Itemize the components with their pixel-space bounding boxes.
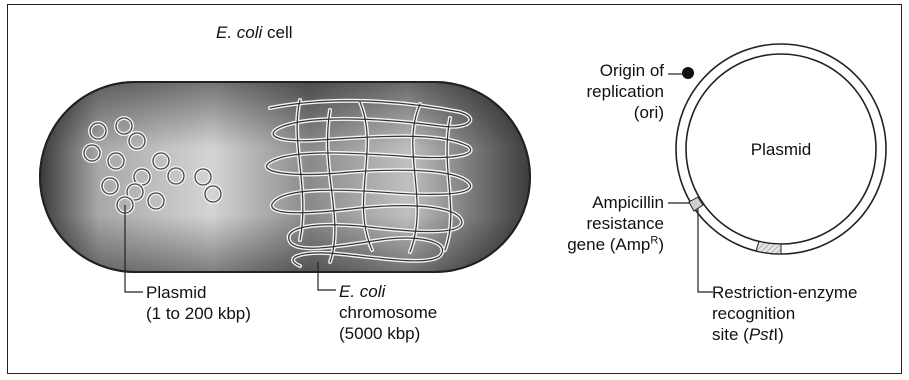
- origin-line-2: replication: [546, 81, 664, 102]
- cell-title-rest: cell: [262, 23, 292, 42]
- plasmid-label: Plasmid (1 to 200 kbp): [146, 282, 251, 324]
- amp-label: Ampicillin resistance gene (AmpR): [546, 192, 664, 255]
- origin-dot: [682, 67, 694, 79]
- origin-line-1: Origin of: [546, 60, 664, 81]
- chromosome-label: E. coli chromosome (5000 kbp): [339, 281, 437, 344]
- chromosome-label-italic: E. coli: [339, 282, 385, 301]
- plasmid-label-size: (1 to 200 kbp): [146, 303, 251, 324]
- restriction-site-label: Restriction-enzyme recognition site (Pst…: [712, 282, 858, 345]
- site-line-1: Restriction-enzyme: [712, 282, 858, 303]
- amp-line-1: Ampicillin: [546, 192, 664, 213]
- origin-line-3: (ori): [546, 102, 664, 123]
- site-line-3-prefix: site (: [712, 325, 749, 344]
- site-line-3-suffix: ): [778, 325, 784, 344]
- site-line-2: recognition: [712, 303, 858, 324]
- amp-line-2: resistance: [546, 213, 664, 234]
- amp-line-3-prefix: gene (Amp: [567, 235, 650, 254]
- plasmid-center-label: Plasmid: [731, 139, 831, 160]
- plasmid-label-name: Plasmid: [146, 282, 251, 303]
- cell-title: E. coli cell: [216, 22, 293, 43]
- site-line-3-italic: Pst: [749, 325, 774, 344]
- chromosome-label-word: chromosome: [339, 302, 437, 323]
- chromosome-label-size: (5000 kbp): [339, 323, 437, 344]
- cell-title-italic: E. coli: [216, 23, 262, 42]
- plasmid-map-leader-lines: [668, 74, 713, 292]
- origin-label: Origin of replication (ori): [546, 60, 664, 123]
- amp-line-3-suffix: ): [658, 235, 664, 254]
